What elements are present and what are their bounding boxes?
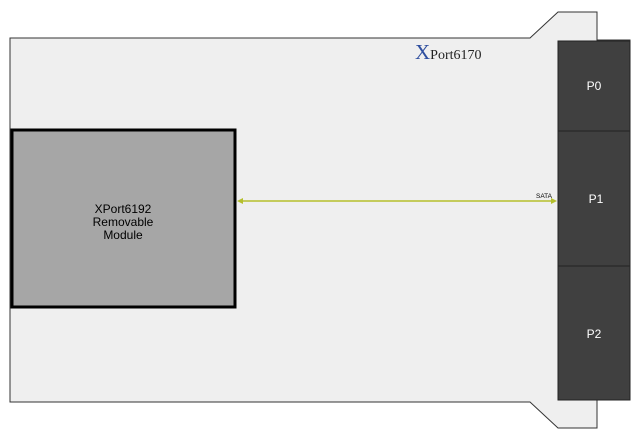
connector-p1: P1: [557, 130, 631, 267]
module-label-line1: XPort6192: [95, 202, 152, 216]
board-title-initial: X: [415, 40, 430, 64]
module-label-line3: Module: [103, 228, 143, 242]
sata-link-arrow-left: [237, 198, 243, 204]
connector-p1-label: P1: [589, 192, 604, 206]
connector-p0: P0: [557, 40, 631, 132]
sata-link-label: SATA: [536, 193, 553, 200]
connector-p2: P2: [557, 265, 631, 401]
sata-link-arrow-right: [551, 198, 557, 204]
connector-p0-label: P0: [587, 79, 602, 93]
board-title-rest: Port6170: [430, 48, 481, 63]
connector-p2-body: [557, 265, 631, 401]
connector-p2-label: P2: [587, 327, 602, 341]
module-label-line2: Removable: [93, 215, 154, 229]
removable-module: [10, 128, 237, 309]
board-title: XPort6170: [415, 40, 482, 64]
